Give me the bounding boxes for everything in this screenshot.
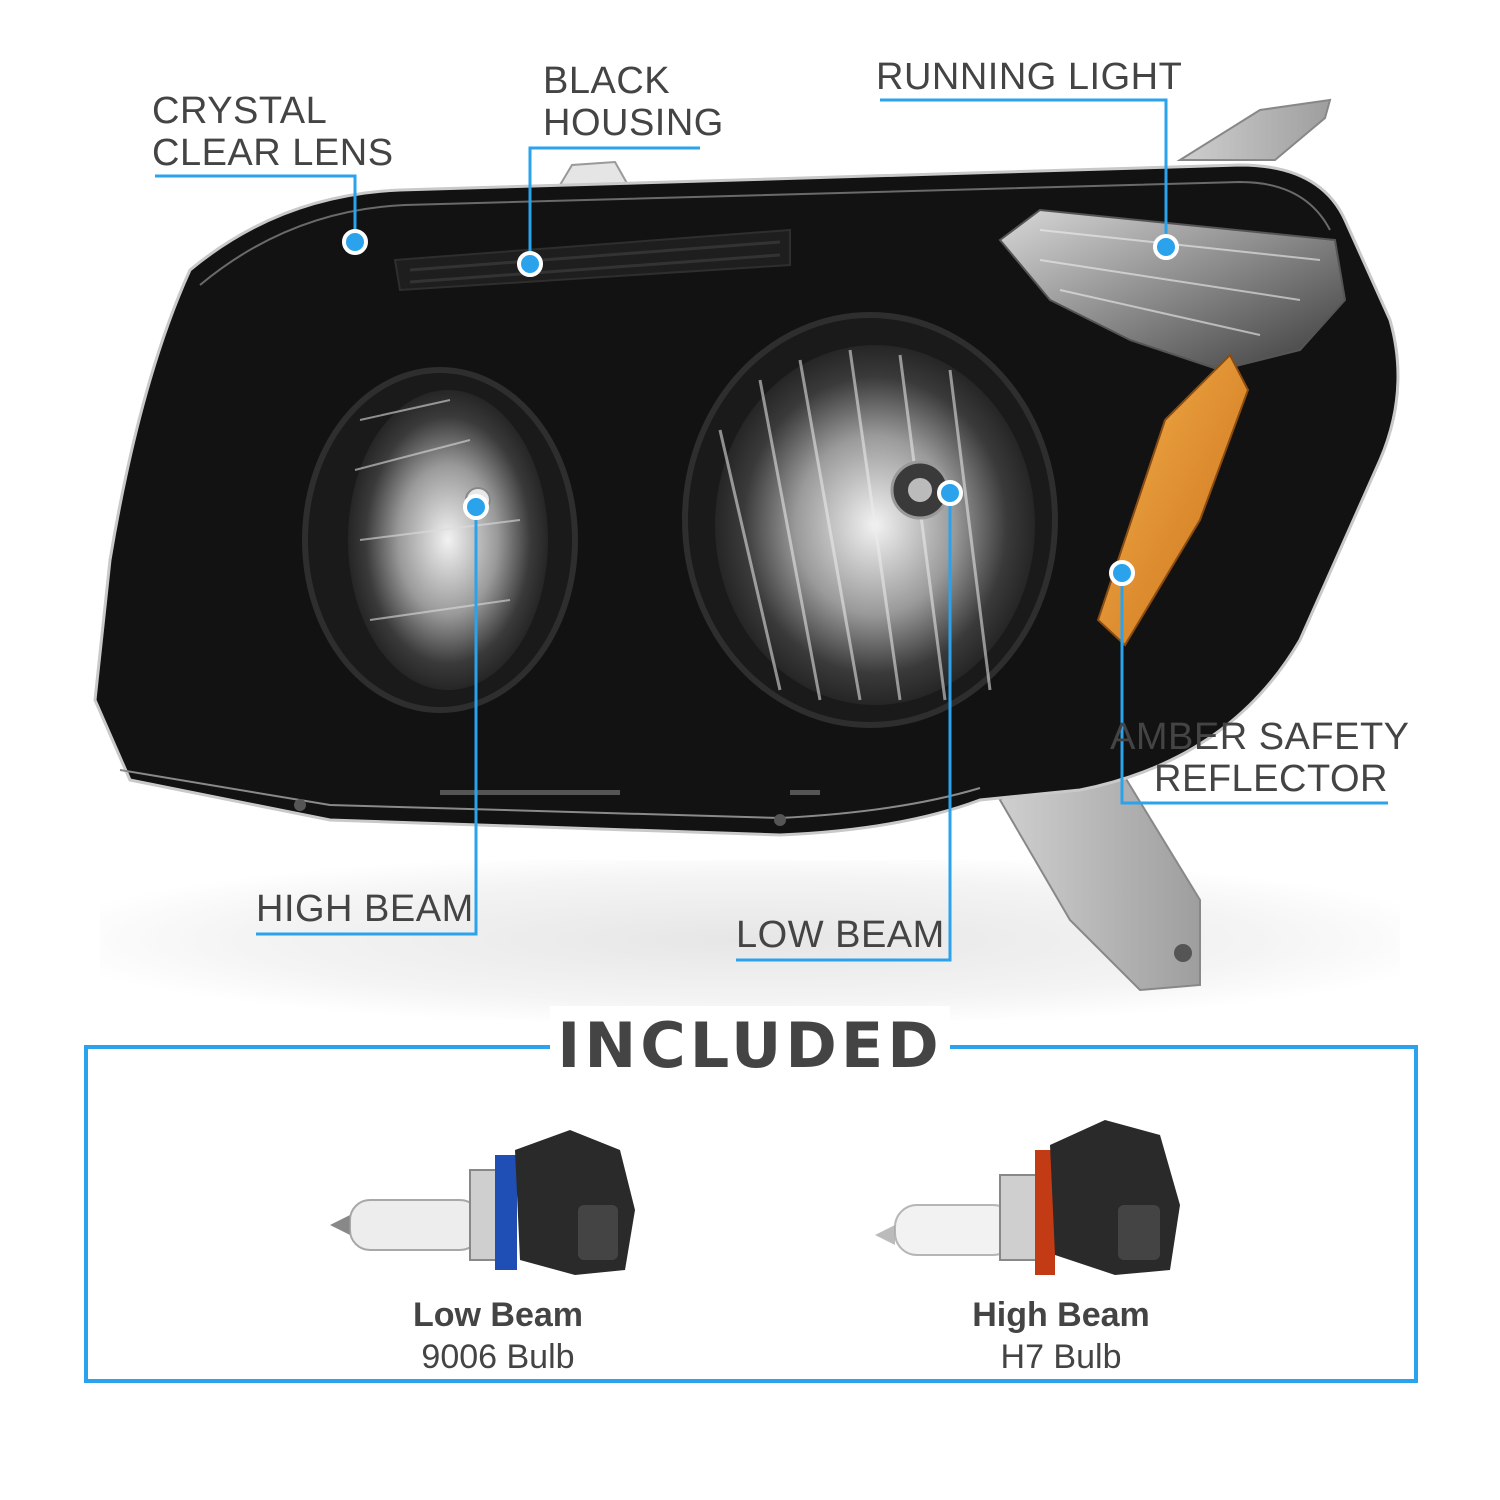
callout-high-beam: HIGH BEAM — [256, 888, 474, 930]
callout-amber-line-2: REFLECTOR — [1154, 758, 1388, 800]
included-title: INCLUDED — [550, 1006, 950, 1086]
dot-markings — [294, 790, 820, 826]
high-beam-reflector — [302, 367, 578, 713]
dot-running-light — [1153, 234, 1179, 260]
bulb-9006-icon — [330, 1130, 635, 1275]
bulb-low-beam-type: 9006 Bulb — [421, 1338, 575, 1376]
callout-crystal-clear-lens-line-2: CLEAR LENS — [152, 132, 394, 174]
dot-low-beam — [937, 480, 963, 506]
callout-running-light: RUNNING LIGHT — [876, 56, 1183, 98]
included-box — [84, 1045, 1418, 1383]
low-beam-reflector — [682, 312, 1058, 728]
running-light — [998, 208, 1347, 372]
callout-amber-safety-reflector: AMBER SAFETY REFLECTOR — [1110, 716, 1410, 800]
callout-crystal-clear-lens-line-1: CRYSTAL — [152, 90, 328, 132]
dot-black-housing — [517, 251, 543, 277]
callout-low-beam: LOW BEAM — [736, 914, 945, 956]
callout-amber-line-1: AMBER SAFETY — [1110, 716, 1410, 758]
callout-dots — [342, 229, 1179, 586]
amber-reflector — [1096, 353, 1250, 647]
top-tab — [558, 160, 630, 186]
callout-leaders — [155, 98, 1388, 962]
callout-black-housing-line-1: BLACK — [543, 60, 671, 102]
callout-black-housing: BLACK HOUSING — [543, 60, 724, 144]
dot-amber-safety-reflector — [1109, 560, 1135, 586]
top-mount-bracket — [1176, 98, 1332, 161]
headlight-image — [93, 98, 1400, 992]
dot-high-beam — [463, 494, 489, 520]
bulb-high-beam-name: High Beam — [972, 1296, 1150, 1334]
bulb-low-beam-name: Low Beam — [412, 1296, 584, 1334]
bulb-h7-icon — [875, 1120, 1180, 1275]
bulb-high-beam-type: H7 Bulb — [1000, 1338, 1122, 1376]
callout-crystal-clear-lens: CRYSTAL CLEAR LENS — [152, 90, 394, 174]
dot-crystal-clear-lens — [342, 229, 368, 255]
callout-black-housing-line-2: HOUSING — [543, 102, 724, 144]
